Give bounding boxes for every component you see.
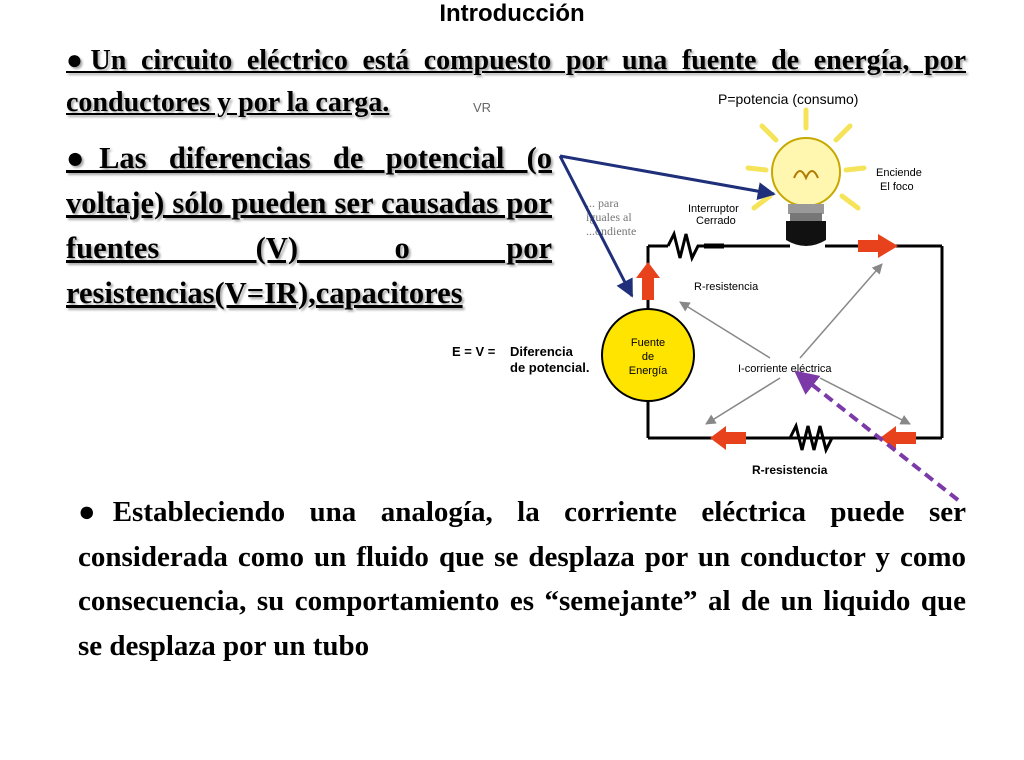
switch-label-line-2: Cerrado bbox=[696, 215, 736, 227]
purple-dashed-arrow bbox=[794, 370, 960, 502]
switch-label-line-1: Interruptor bbox=[688, 203, 739, 215]
paragraph-potential-differences: ●Las diferencias de potencial (o voltaje… bbox=[66, 141, 552, 310]
faint-text-line-3: ...ondiente bbox=[586, 224, 637, 238]
faint-background-text: ... para iguales al ...ondiente bbox=[586, 196, 686, 238]
potential-diff-line-2: de potencial. bbox=[510, 360, 589, 375]
foco-label: El foco bbox=[880, 181, 914, 193]
faint-text-line-2: iguales al bbox=[586, 210, 632, 224]
paragraph-circuit-definition: ●Un circuito eléctrico está compuesto po… bbox=[66, 45, 966, 118]
resistance-bottom-label: R-resistencia bbox=[752, 463, 828, 477]
slide-title: Introducción bbox=[439, 0, 585, 27]
circuit-wires bbox=[646, 229, 944, 455]
current-flow-arrows bbox=[636, 234, 916, 450]
faint-text-line-1: ... para bbox=[586, 196, 619, 210]
potential-diff-line-1: Diferencia bbox=[510, 344, 574, 359]
resistance-top-label: R-resistencia bbox=[694, 281, 759, 293]
current-pointer-arrows bbox=[679, 263, 911, 425]
light-bulb-icon bbox=[745, 107, 867, 246]
enciende-label: Enciende bbox=[876, 167, 922, 179]
source-label-line-3: Energía bbox=[629, 365, 668, 377]
ev-label: E = V = bbox=[452, 344, 496, 359]
source-label-line-2: de bbox=[642, 351, 654, 363]
energy-source-icon: Fuente de Energía bbox=[601, 308, 695, 402]
paragraph-analogy: ●Estableciendo una analogía, la corrient… bbox=[78, 496, 966, 662]
source-label-line-1: Fuente bbox=[631, 337, 665, 349]
current-label: I-corriente eléctrica bbox=[738, 363, 832, 375]
